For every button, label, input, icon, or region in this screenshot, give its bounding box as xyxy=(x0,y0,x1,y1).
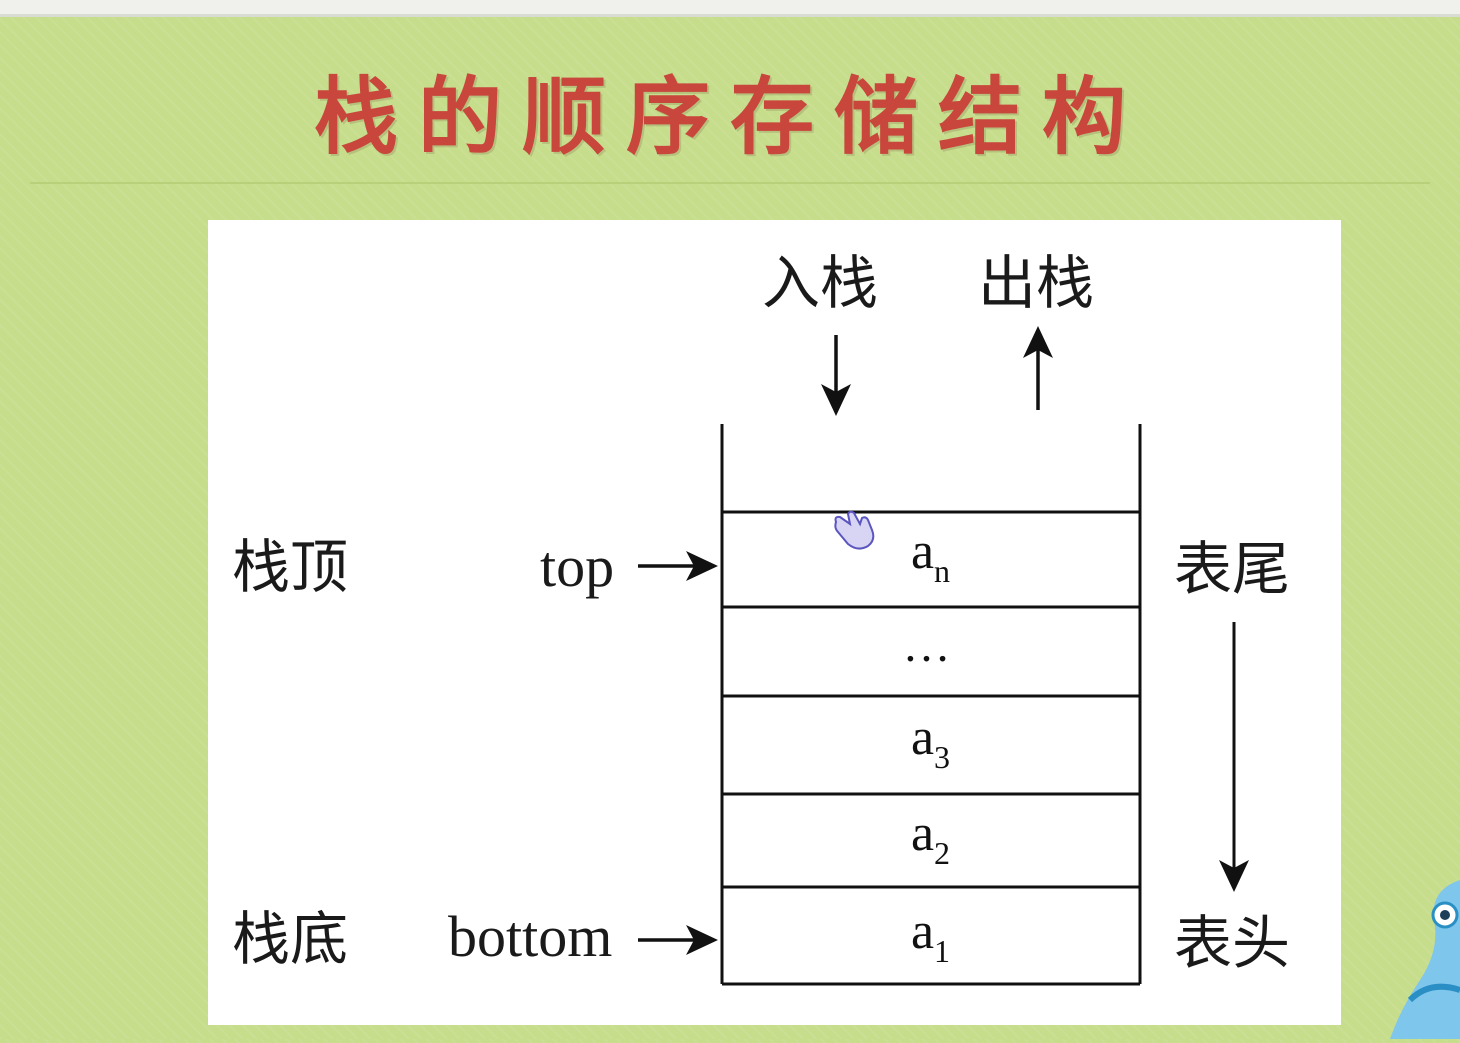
cell-base: a xyxy=(910,805,935,862)
stack-cell-ellipsis: … xyxy=(902,619,959,672)
list-tail-label: 表尾 xyxy=(1174,535,1291,603)
stack-top-label: 栈顶 xyxy=(232,533,349,601)
bottom-pointer-label: bottom xyxy=(448,904,613,969)
cell-base: a xyxy=(910,709,935,766)
stack-cell-a3: a3 xyxy=(722,709,1139,775)
cell-subscript: 2 xyxy=(934,835,951,871)
mascot-icon xyxy=(1390,880,1460,1043)
pop-label: 出栈 xyxy=(978,249,1095,317)
cell-subscript: 1 xyxy=(934,933,951,969)
diagram-panel xyxy=(208,220,1341,1025)
stack-cell-a1: a1 xyxy=(722,903,1139,969)
hand-cursor-icon xyxy=(832,508,880,556)
top-pointer-label: top xyxy=(540,534,615,599)
cell-base: a xyxy=(910,903,935,960)
slide-title: 栈的顺序存储结构 xyxy=(313,68,1146,166)
push-label: 入栈 xyxy=(762,249,879,317)
title-divider xyxy=(30,182,1430,184)
stack-cell-a2: a2 xyxy=(722,805,1139,871)
cell-subscript: n xyxy=(934,553,951,589)
cell-subscript: 3 xyxy=(934,739,951,775)
stack-cell-an: an xyxy=(722,523,1139,589)
list-head-label: 表头 xyxy=(1174,909,1291,977)
window-top-bar xyxy=(0,0,1460,17)
cell-base: a xyxy=(910,523,935,580)
stack-bottom-label: 栈底 xyxy=(232,905,349,973)
